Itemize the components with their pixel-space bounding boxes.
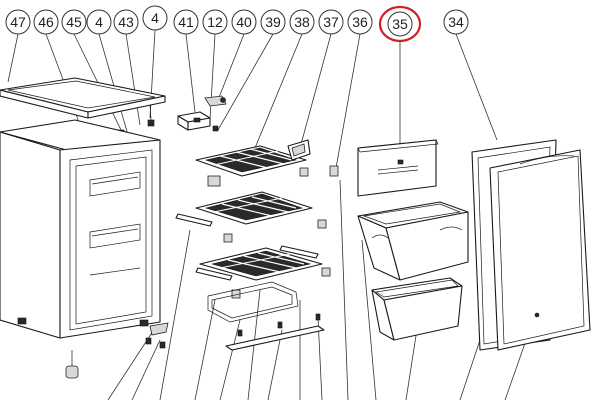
leader-lines bbox=[7, 29, 536, 400]
thermostat-parts bbox=[177, 95, 227, 132]
callout-37: 37 bbox=[318, 9, 344, 35]
wire-shelves bbox=[175, 145, 331, 351]
svg-text:34: 34 bbox=[448, 14, 464, 30]
door-shelf-part-35 bbox=[357, 139, 439, 197]
door-panel-part bbox=[489, 149, 591, 351]
callout-39: 39 bbox=[260, 9, 286, 35]
callout-38: 38 bbox=[289, 9, 315, 35]
svg-text:4: 4 bbox=[151, 10, 159, 26]
callout-12: 12 bbox=[202, 9, 228, 35]
callout-4-first: 4 bbox=[86, 9, 112, 35]
callout-45: 45 bbox=[61, 9, 87, 35]
callout-43: 43 bbox=[113, 9, 139, 35]
cabinet-body-part bbox=[0, 119, 169, 379]
bottle-shelf-part bbox=[371, 277, 463, 341]
svg-text:46: 46 bbox=[38, 14, 54, 30]
callout-4-second: 4 bbox=[142, 5, 168, 31]
callout-35-highlighted: 35 bbox=[378, 5, 422, 43]
callout-40: 40 bbox=[231, 9, 257, 35]
svg-text:40: 40 bbox=[236, 14, 252, 30]
callout-41: 41 bbox=[173, 9, 199, 35]
svg-text:4: 4 bbox=[95, 14, 103, 30]
svg-text:38: 38 bbox=[294, 14, 310, 30]
crisper-drawer-part bbox=[357, 201, 469, 281]
callout-34: 34 bbox=[443, 9, 469, 35]
svg-text:37: 37 bbox=[323, 14, 339, 30]
callout-36: 36 bbox=[347, 9, 373, 35]
svg-text:43: 43 bbox=[118, 14, 134, 30]
svg-text:47: 47 bbox=[10, 14, 26, 30]
shelf-bracket-part bbox=[287, 139, 339, 177]
svg-text:39: 39 bbox=[265, 14, 281, 30]
svg-text:36: 36 bbox=[352, 14, 368, 30]
callout-46: 46 bbox=[33, 9, 59, 35]
svg-text:45: 45 bbox=[66, 14, 82, 30]
highlight-ring bbox=[378, 5, 422, 43]
svg-text:12: 12 bbox=[207, 14, 223, 30]
svg-text:41: 41 bbox=[178, 14, 194, 30]
callout-47: 47 bbox=[5, 9, 31, 35]
top-lid-part bbox=[0, 77, 166, 136]
svg-text:35: 35 bbox=[392, 16, 408, 32]
